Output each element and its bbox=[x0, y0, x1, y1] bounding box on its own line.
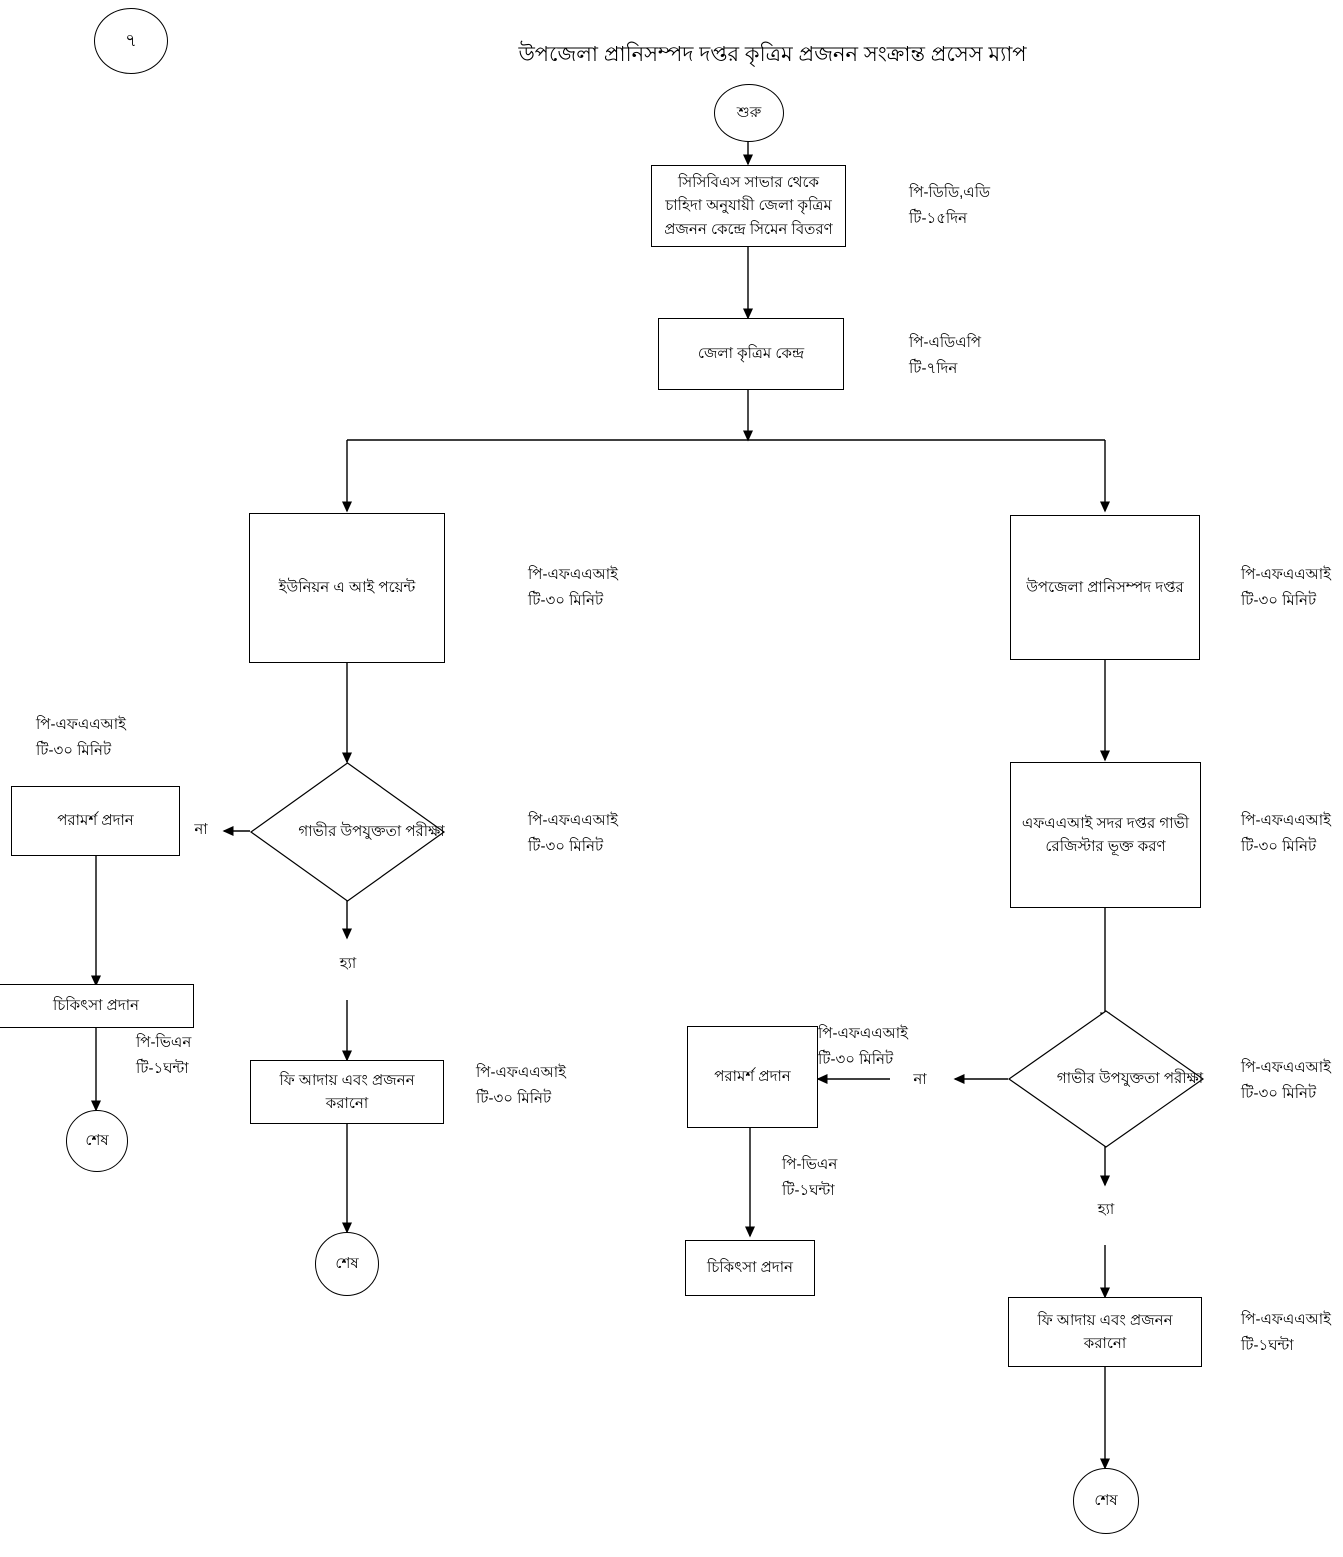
annotation-right-advice: পি-এফএএআই টি-৩০ মিনিট bbox=[818, 1025, 908, 1069]
node-district-center-label: জেলা কৃত্রিম কেন্দ্র bbox=[697, 345, 805, 363]
annotation-left-fee: পি-এফএএআই টি-৩০ মিনিট bbox=[476, 1064, 566, 1108]
node-left-advice: পরামর্শ প্রদান bbox=[11, 786, 180, 856]
node-left-suitability-decision-label: গাভীর উপযুক্ততা পরীক্ষা bbox=[298, 822, 445, 840]
edge-label-right-no: না bbox=[913, 1071, 927, 1088]
annotation-right-treatment: পি-ভিএন টি-১ঘন্টা bbox=[782, 1156, 838, 1200]
node-left-fee: ফি আদায় এবং প্রজনন করানো bbox=[250, 1060, 444, 1124]
node-left-treatment: চিকিৎসা প্রদান bbox=[0, 984, 194, 1028]
node-right-end: শেষ bbox=[1073, 1468, 1139, 1534]
node-union-ai-point-label: ইউনিয়ন এ আই পয়েন্ট bbox=[278, 579, 416, 597]
node-right-treatment-label: চিকিৎসা প্রদান bbox=[707, 1259, 793, 1277]
node-union-ai-point: ইউনিয়ন এ আই পয়েন্ট bbox=[249, 513, 445, 663]
node-right-advice: পরামর্শ প্রদান bbox=[687, 1026, 818, 1128]
annotation-right-fee: পি-এফএএআই টি-১ঘন্টা bbox=[1241, 1311, 1331, 1355]
edge-label-left-no: না bbox=[194, 821, 208, 838]
page-number-label: ৭ bbox=[125, 29, 137, 50]
annotation-union-ai-point: পি-এফএএআই টি-৩০ মিনিট bbox=[528, 566, 618, 610]
annotation-right-decision: পি-এফএএআই টি-৩০ মিনিট bbox=[1241, 1059, 1331, 1103]
node-left-fee-label: ফি আদায় এবং প্রজনন করানো bbox=[279, 1071, 415, 1112]
node-left-fee-end-label: শেষ bbox=[335, 1254, 359, 1272]
node-right-treatment: চিকিৎসা প্রদান bbox=[685, 1240, 815, 1296]
node-left-suitability-decision: গাভীর উপযুক্ততা পরীক্ষা bbox=[249, 762, 446, 902]
edge-label-left-yes: হ্যা bbox=[339, 955, 357, 972]
node-left-advice-label: পরামর্শ প্রদান bbox=[57, 812, 134, 830]
node-district-center: জেলা কৃত্রিম কেন্দ্র bbox=[658, 318, 844, 390]
node-start: শুরু bbox=[714, 84, 784, 142]
page-title: উপজেলা প্রানিসম্পদ দপ্তর কৃত্রিম প্রজনন … bbox=[518, 43, 1027, 66]
node-right-advice-label: পরামর্শ প্রদান bbox=[714, 1068, 791, 1086]
node-faai-register-label: এফএএআই সদর দপ্তর গাভী রেজিস্টার ভূক্ত কর… bbox=[1021, 814, 1190, 855]
annotation-upazila-office: পি-এফএএআই টি-৩০ মিনিট bbox=[1241, 566, 1331, 610]
annotation-faai-register: পি-এফএএআই টি-৩০ মিনিট bbox=[1241, 812, 1331, 856]
node-right-fee-label: ফি আদায় এবং প্রজনন করানো bbox=[1037, 1311, 1173, 1352]
node-semen-distribution-label: সিসিবিএস সাভার থেকে চাহিদা অনুযায়ী জেলা… bbox=[664, 174, 833, 238]
annotation-left-treatment: পি-ভিএন টি-১ঘন্টা bbox=[136, 1034, 192, 1078]
node-right-fee: ফি আদায় এবং প্রজনন করানো bbox=[1008, 1297, 1202, 1367]
node-right-suitability-decision: গাভীর উপযুক্ততা পরীক্ষা bbox=[1007, 1010, 1205, 1148]
edge-label-right-yes: হ্যা bbox=[1097, 1201, 1115, 1218]
node-right-end-label: শেষ bbox=[1094, 1491, 1118, 1509]
node-upazila-office-label: উপজেলা প্রানিসম্পদ দপ্তর bbox=[1026, 578, 1184, 596]
node-left-fee-end: শেষ bbox=[315, 1232, 379, 1296]
node-left-end-label: শেষ bbox=[85, 1131, 109, 1149]
node-right-suitability-decision-label: গাভীর উপযুক্ততা পরীক্ষা bbox=[1056, 1069, 1204, 1087]
node-left-treatment-label: চিকিৎসা প্রদান bbox=[53, 997, 139, 1015]
node-semen-distribution: সিসিবিএস সাভার থেকে চাহিদা অনুযায়ী জেলা… bbox=[651, 165, 846, 247]
annotation-left-advice: পি-এফএএআই টি-৩০ মিনিট bbox=[36, 716, 126, 760]
annotation-district-center: পি-এডিএপি টি-৭দিন bbox=[909, 334, 982, 378]
annotation-left-decision: পি-এফএএআই টি-৩০ মিনিট bbox=[528, 812, 618, 856]
node-left-end: শেষ bbox=[66, 1110, 128, 1172]
page-number-badge: ৭ bbox=[94, 8, 168, 74]
node-faai-register: এফএএআই সদর দপ্তর গাভী রেজিস্টার ভূক্ত কর… bbox=[1010, 762, 1201, 908]
node-start-label: শুরু bbox=[736, 103, 762, 121]
annotation-semen-distribution: পি-ডিডি,এডি টি-১৫দিন bbox=[909, 184, 991, 228]
node-upazila-office: উপজেলা প্রানিসম্পদ দপ্তর bbox=[1010, 515, 1200, 660]
